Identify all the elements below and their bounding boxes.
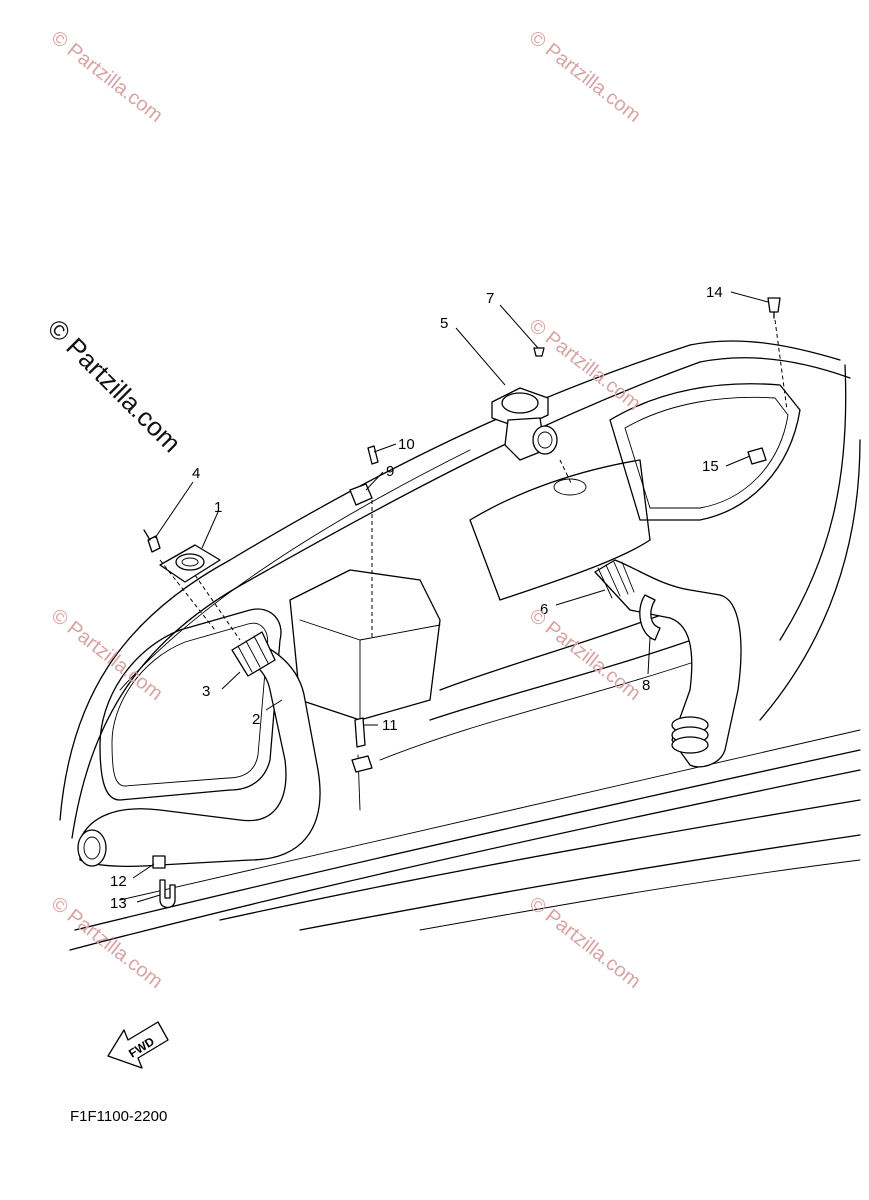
watermark: © Partzilla.com: [525, 27, 645, 127]
front-clips: [152, 855, 176, 909]
callout-3: 3: [202, 683, 210, 700]
rear-air-duct: [491, 347, 742, 768]
callout-labels: 1 2 3 4 5 6 7 8 9 10 11 12 13 14 15: [110, 284, 723, 912]
callout-4: 4: [192, 465, 200, 482]
callout-15: 15: [702, 458, 719, 475]
watermark: © Partzilla.com: [525, 893, 645, 993]
watermark: © Partzilla.com: [47, 893, 167, 993]
callout-7: 7: [486, 290, 494, 307]
vent-flange: [159, 544, 221, 583]
callout-5: 5: [440, 315, 448, 332]
front-air-duct: [77, 529, 321, 868]
watermark-large: © Partzilla.com: [42, 313, 187, 458]
callout-1: 1: [214, 499, 222, 516]
watermark: © Partzilla.com: [47, 605, 167, 705]
callout-9: 9: [386, 463, 394, 480]
center-fasteners: [349, 445, 379, 811]
rear-duct-bellows: [597, 561, 635, 599]
bellows-joint: [231, 631, 276, 677]
callout-2: 2: [252, 711, 260, 728]
watermark: © Partzilla.com: [47, 27, 167, 127]
callout-10: 10: [398, 436, 415, 453]
duct-elbow: [491, 387, 558, 461]
callout-12: 12: [110, 873, 127, 890]
screw: [533, 347, 545, 357]
callout-8: 8: [642, 677, 650, 694]
callout-14: 14: [706, 284, 723, 301]
rear-fasteners: [747, 297, 788, 465]
callout-13: 13: [110, 895, 127, 912]
hull-outline: [59, 340, 861, 951]
callout-6: 6: [540, 601, 548, 618]
figure-code: F1F1100-2200: [70, 1108, 167, 1125]
rivet-pin: [143, 529, 161, 553]
fwd-arrow-icon: FWD: [107, 1021, 169, 1069]
leader-lines: [132, 291, 769, 903]
rear-duct-end: [671, 716, 709, 754]
callout-11: 11: [382, 717, 398, 734]
